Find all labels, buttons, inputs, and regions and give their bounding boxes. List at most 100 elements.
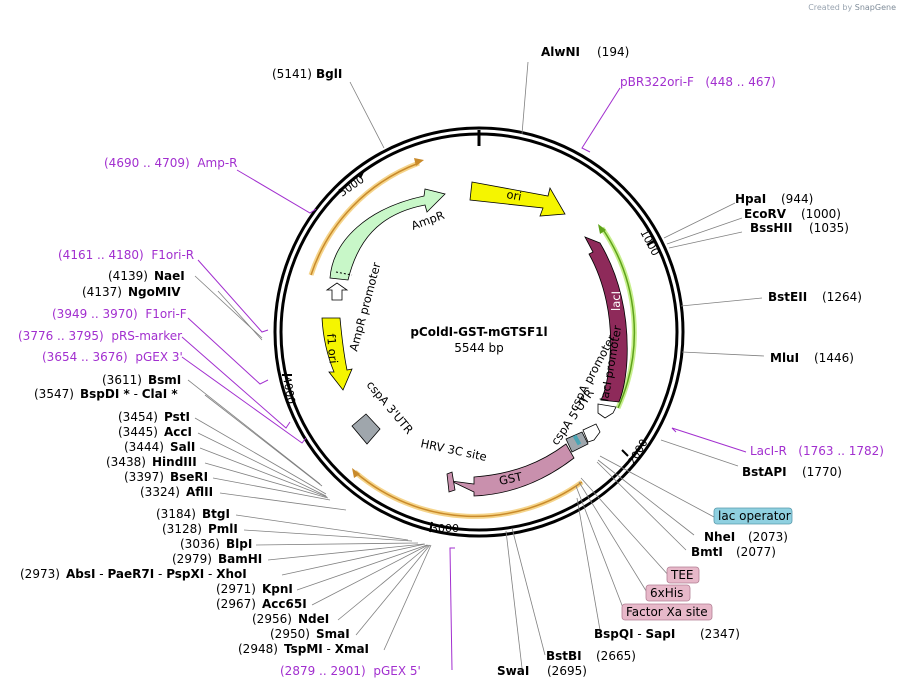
svg-text:(2971): (2971) [216, 582, 256, 596]
primer-pbr322ori-f: pBR322ori-F (448 .. 467) [620, 75, 776, 89]
enzyme-alwni: AlwNI (194) [541, 45, 629, 59]
enzyme-pmli: (3128) PmlI [162, 522, 238, 536]
svg-text:3000: 3000 [431, 522, 459, 535]
svg-text:NdeI: NdeI [298, 612, 329, 626]
svg-text:HindIII: HindIII [152, 455, 197, 469]
primer-pgex-5: (2879 .. 2901) pGEX 5' [280, 664, 421, 678]
enzyme-bsteii: BstEII (1264) [768, 290, 862, 304]
svg-text:(3454): (3454) [118, 410, 158, 424]
enzyme-ngomiv: (4137) NgoMIV [82, 285, 181, 299]
tick-3000: 3000 [429, 521, 459, 535]
enzyme-bstapi: BstAPI (1770) [742, 465, 842, 479]
svg-text:(2950): (2950) [270, 627, 310, 641]
svg-text:2000: 2000 [625, 437, 650, 468]
enzyme-aflii: (3324) AflII [140, 485, 213, 499]
svg-text:BspDI * - ClaI *: BspDI * - ClaI * [80, 387, 178, 401]
svg-text:SmaI: SmaI [316, 627, 350, 641]
svg-text:(3547): (3547) [34, 387, 74, 401]
svg-text:NgoMIV: NgoMIV [128, 285, 181, 299]
feature-cspa-3utr [351, 413, 381, 445]
svg-text:(3184): (3184) [156, 507, 196, 521]
svg-text:(3324): (3324) [140, 485, 180, 499]
enzyme-bstbi: BstBI (2665) [546, 649, 636, 663]
ampr-dotted-divider [335, 271, 353, 276]
primer-f1ori-f: (3949 .. 3970) F1ori-F [52, 307, 187, 321]
primer-leader-lines [181, 87, 747, 671]
svg-text:(5141): (5141) [272, 67, 312, 81]
enzyme-tspmi: (2948) TspMI - XmaI [238, 642, 369, 656]
svg-text:(2973): (2973) [20, 567, 60, 581]
enzyme-mlui: MluI (1446) [770, 351, 854, 365]
enzyme-hpai: HpaI (944) [735, 192, 813, 206]
feature-cspa-promoter [582, 423, 601, 443]
enzyme-psti: (3454) PstI [118, 410, 190, 424]
svg-text:(4139): (4139) [108, 269, 148, 283]
snapgene-logo: SnapGene [854, 3, 896, 12]
svg-text:KpnI: KpnI [262, 582, 293, 596]
snapgene-credit: Created by SnapGene [808, 3, 896, 12]
primer-amp-r: (4690 .. 4709) Amp-R [104, 156, 238, 170]
svg-text:BseRI: BseRI [170, 470, 208, 484]
enzyme-bgli: (5141) BglI [272, 67, 342, 81]
enzyme-bsshii: BssHII (1035) [750, 221, 849, 235]
svg-text:lac operator: lac operator [718, 509, 791, 523]
feature-tee-marker [572, 434, 582, 446]
svg-text:(2695): (2695) [547, 664, 587, 678]
svg-text:PstI: PstI [164, 410, 190, 424]
svg-text:SalI: SalI [170, 440, 195, 454]
enzyme-swai: SwaI (2695) [497, 664, 587, 678]
svg-text:HRV 3C site: HRV 3C site [419, 436, 488, 464]
svg-text:(1770): (1770) [802, 465, 842, 479]
gst-arc [354, 471, 583, 518]
label-lac-operator: lac operator [713, 507, 793, 525]
svg-text:AlwNI: AlwNI [541, 45, 580, 59]
svg-text:NaeI: NaeI [154, 269, 185, 283]
svg-text:TEE: TEE [670, 568, 694, 582]
enzyme-absi-group: (2973) AbsI - PaeR7I - PspXI - XhoI [20, 567, 247, 581]
svg-text:(1446): (1446) [814, 351, 854, 365]
primer-laci-r: LacI-R (1763 .. 1782) [750, 444, 884, 458]
svg-text:ori: ori [505, 187, 522, 203]
plasmid-name: pColdI-GST-mGTSF1l [410, 325, 547, 339]
enzyme-sali: (3444) SalI [124, 440, 195, 454]
svg-text:(2073): (2073) [748, 530, 788, 544]
svg-text:(2347): (2347) [700, 627, 740, 641]
svg-text:MluI: MluI [770, 351, 799, 365]
enzyme-bsmi: (3611) BsmI [102, 373, 181, 387]
svg-text:(2979): (2979) [172, 552, 212, 566]
svg-text:(2948): (2948) [238, 642, 278, 656]
laci-arc-arrowhead [598, 224, 606, 234]
feature-f1-ori [321, 317, 353, 391]
enzyme-nhei: NheI (2073) [704, 530, 788, 544]
ampr-highlight-arc [308, 160, 420, 276]
svg-text:Acc65I: Acc65I [262, 597, 307, 611]
svg-text:BmtI: BmtI [691, 545, 723, 559]
svg-text:(3444): (3444) [124, 440, 164, 454]
feature-ori [469, 181, 566, 217]
svg-text:TspMI - XmaI: TspMI - XmaI [284, 642, 369, 656]
label-tee: TEE [666, 566, 700, 584]
enzyme-hindiii: (3438) HindIII [106, 455, 197, 469]
svg-text:(2665): (2665) [596, 649, 636, 663]
enzyme-bamhi: (2979) BamHI [172, 552, 262, 566]
plasmid-length: 5544 bp [454, 341, 504, 355]
svg-text:(3397): (3397) [124, 470, 164, 484]
enzyme-leader-lines [187, 61, 765, 669]
svg-text:HpaI: HpaI [735, 192, 766, 206]
svg-text:(4137): (4137) [82, 285, 122, 299]
svg-text:BsmI: BsmI [148, 373, 181, 387]
enzyme-bspqi: BspQI - SapI (2347) [594, 627, 740, 641]
svg-text:(3036): (3036) [180, 537, 220, 551]
label-factor-xa-site: Factor Xa site [621, 603, 713, 621]
svg-text:(194): (194) [597, 45, 629, 59]
enzyme-btgi: (3184) BtgI [156, 507, 230, 521]
ampr-arc-arrowhead [414, 158, 424, 166]
svg-text:Factor Xa site: Factor Xa site [626, 605, 708, 619]
feature-laci [584, 236, 628, 403]
svg-text:(2967): (2967) [216, 597, 256, 611]
svg-text:6xHis: 6xHis [650, 586, 683, 600]
svg-text:NheI: NheI [704, 530, 735, 544]
enzyme-naei: (4139) NaeI [108, 269, 185, 283]
svg-text:SwaI: SwaI [497, 664, 529, 678]
